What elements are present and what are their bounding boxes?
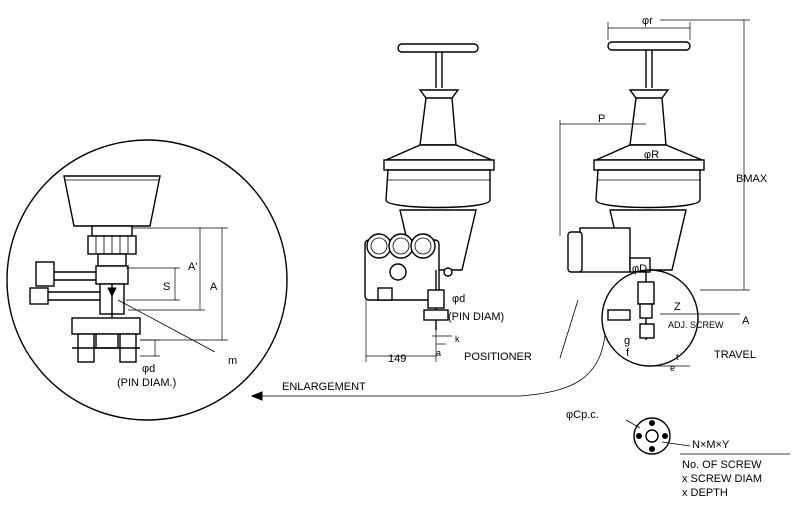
enlargement-view: A' A S m φd (PIN DIAM.): [6, 139, 288, 421]
label-dim-149: 149: [388, 353, 406, 365]
label-nxmxy: N×M×Y: [692, 439, 730, 451]
label-pin-diam-middle: (PIN DIAM): [448, 311, 504, 323]
label-enlargement: ENLARGEMENT: [282, 381, 366, 393]
label-b-max: BMAX: [736, 173, 768, 185]
label-screw-line2: x SCREW DIAM: [682, 473, 762, 485]
label-adj-screw: ADJ. SCREW: [668, 320, 724, 330]
label-e: e: [670, 363, 675, 373]
label-phi-D: φD: [632, 263, 647, 275]
label-travel: TRAVEL: [714, 349, 756, 361]
label-f: f: [626, 347, 630, 359]
label-phi-d-enlargement: φd: [142, 363, 155, 375]
label-pin-diam-enlargement: (PIN DIAM.): [117, 377, 176, 389]
label-a-right: A: [742, 315, 750, 327]
flange-detail: φCp.c. N×M×Y No. OF SCREW x SCREW DIAM x…: [566, 409, 790, 499]
label-phi-r: φr: [642, 15, 653, 27]
label-m: m: [228, 355, 237, 367]
label-positioner: POSITIONER: [464, 351, 532, 363]
label-a: a: [436, 348, 441, 358]
label-a-prime: A': [188, 261, 197, 273]
actuator-right: φr P φR BMAX φD: [559, 15, 768, 373]
label-phi-d-middle: φd: [452, 293, 465, 305]
label-phi-r-body: φR: [644, 149, 659, 161]
actuator-with-positioner: 149 k a φd (PIN DIAM) POSITIONER: [364, 43, 579, 365]
label-s: S: [163, 281, 170, 293]
label-g: g: [624, 335, 630, 347]
label-z: Z: [674, 301, 681, 313]
label-t: t: [676, 352, 679, 362]
label-phi-cpc: φCp.c.: [566, 409, 599, 421]
label-p: P: [598, 113, 605, 125]
label-a-enlargement: A: [210, 281, 218, 293]
label-screw-line3: x DEPTH: [682, 487, 728, 499]
label-screw-line1: No. OF SCREW: [682, 459, 762, 471]
label-k: k: [455, 334, 460, 344]
enlargement-leader: ENLARGEMENT: [250, 334, 606, 401]
